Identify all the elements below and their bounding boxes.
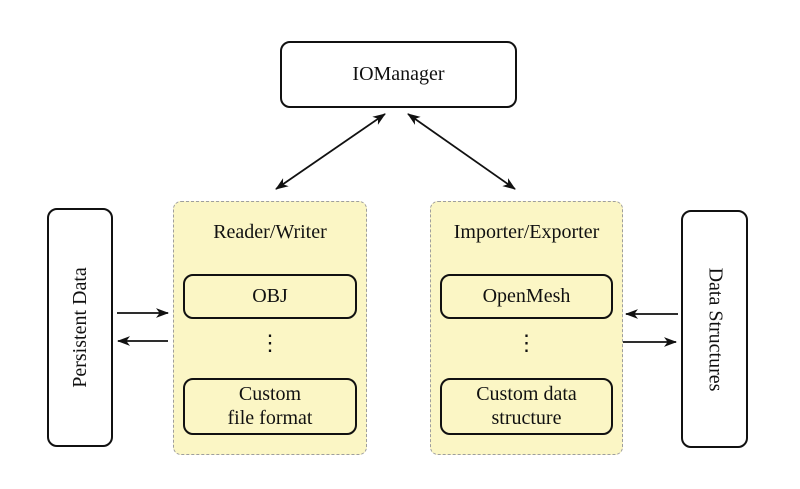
vertical-ellipsis: ⋮ xyxy=(515,330,538,355)
iomanager-label: IOManager xyxy=(352,63,445,85)
arrow-iomanager-importerexporter xyxy=(407,113,516,190)
reader-writer-group: Reader/Writer OBJ ⋮ Custom file format xyxy=(173,201,367,455)
importer-exporter-group: Importer/Exporter OpenMesh ⋮ Custom data… xyxy=(430,201,623,455)
persistent-data-box: Persistent Data xyxy=(47,208,113,447)
arrow-iomanager-readerwriter xyxy=(275,113,386,190)
custom-data-structure-box: Custom data structure xyxy=(440,378,613,435)
vertical-ellipsis: ⋮ xyxy=(259,330,281,355)
reader-writer-title: Reader/Writer xyxy=(213,221,327,243)
importer-exporter-title: Importer/Exporter xyxy=(453,221,600,243)
openmesh-box: OpenMesh xyxy=(440,274,613,319)
persistent-data-label: Persistent Data xyxy=(68,267,91,388)
iomanager-box: IOManager xyxy=(280,41,517,108)
obj-box: OBJ xyxy=(183,274,357,319)
data-structures-label: Data Structures xyxy=(704,267,727,391)
data-structures-box: Data Structures xyxy=(681,210,748,448)
custom-file-format-box: Custom file format xyxy=(183,378,357,435)
